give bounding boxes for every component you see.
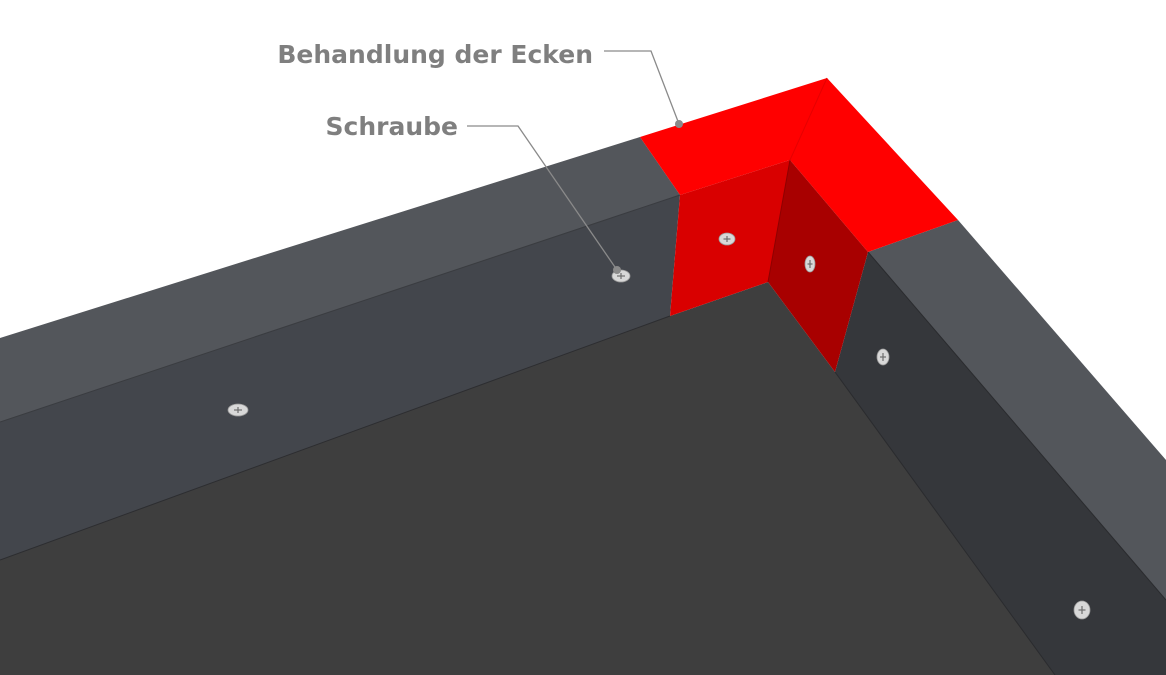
screw-leader-dot — [613, 266, 621, 274]
left-wall-edge-line — [0, 194, 681, 423]
corner-front-right-face — [768, 160, 868, 372]
corner-treatment-label: Behandlung der Ecken — [277, 40, 593, 69]
screw-icon — [718, 232, 736, 246]
corner-inner-edge-line — [767, 159, 791, 283]
right-wall-top-face — [868, 220, 1166, 600]
left-wall-floor-line — [0, 315, 671, 561]
corner-miter-line — [789, 77, 828, 161]
right-wall-edge-line — [867, 251, 1166, 601]
screw-icon — [876, 348, 890, 366]
screw-icon — [804, 255, 816, 273]
left-wall-top-face — [0, 137, 680, 422]
left-wall-inner-face — [0, 195, 680, 560]
right-wall-floor-line — [834, 371, 1056, 675]
corner-treatment-leader-dot — [675, 120, 683, 128]
screw-leader-line — [467, 125, 618, 271]
right-wall-inner-face — [835, 252, 1166, 675]
screw-icon — [1073, 600, 1091, 620]
box-floor — [0, 282, 1055, 675]
corner-top-face — [640, 78, 958, 252]
screw-label: Schraube — [326, 112, 458, 141]
screw-icon — [227, 403, 249, 417]
corner-treatment-leader-line — [604, 50, 680, 125]
